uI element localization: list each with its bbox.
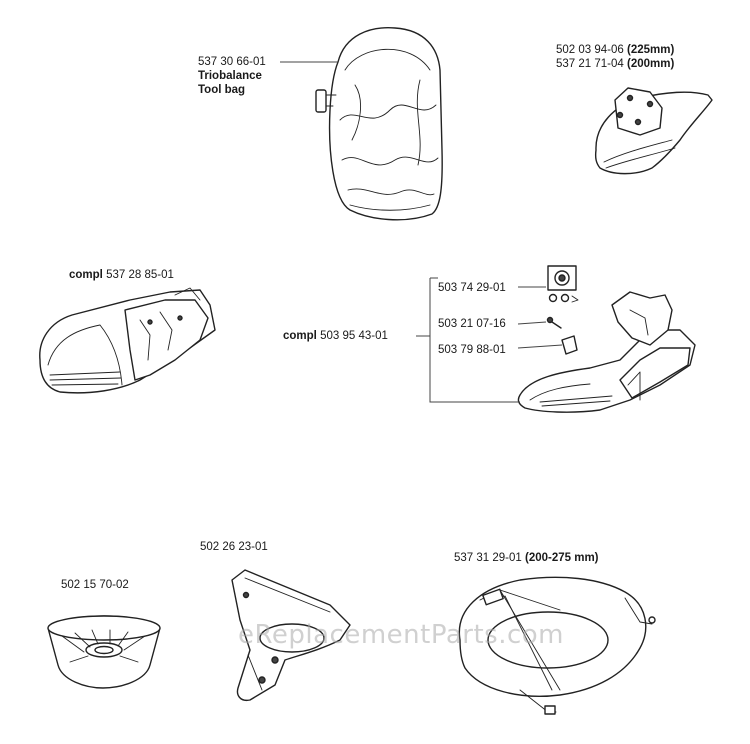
harness-guard-drawing — [458, 576, 656, 715]
label-sub-2: 503 21 07-16 — [438, 318, 506, 330]
tool-bag-drawing — [315, 27, 443, 221]
guard-top-right-number-1: 502 03 94-06 — [556, 44, 624, 56]
label-sub-3: 503 79 88-01 — [438, 344, 506, 356]
tool-bag-number: 537 30 66-01 — [198, 56, 266, 68]
guard-top-right-size-1: (225mm) — [627, 44, 675, 56]
label-guard-top-right: 502 03 94-06 (225mm) 537 21 71-04 (200mm… — [556, 43, 674, 71]
guard-left-number: 537 28 85-01 — [106, 269, 174, 281]
guard-top-right-drawing — [594, 87, 713, 175]
label-guard-assembly: compl 503 95 43-01 — [283, 329, 388, 343]
label-guard-left: compl 537 28 85-01 — [69, 268, 174, 282]
cup-drawing — [47, 615, 161, 689]
guard-left-drawing — [39, 287, 216, 394]
label-harness-guard: 537 31 29-01 (200-275 mm) — [454, 551, 599, 565]
tool-bag-name-1: Triobalance — [198, 70, 262, 82]
label-cup: 502 15 70-02 — [61, 579, 129, 591]
guard-assembly-number: 503 95 43-01 — [320, 330, 388, 342]
watermark: eReplacementParts.com — [238, 620, 565, 650]
label-sub-1: 503 74 29-01 — [438, 282, 506, 294]
guard-assembly-prefix: compl — [283, 330, 317, 342]
guard-top-right-number-2: 537 21 71-04 — [556, 58, 624, 70]
harness-guard-size: (200-275 mm) — [525, 552, 599, 564]
label-blade-guard: 502 26 23-01 — [200, 541, 268, 553]
label-tool-bag: 537 30 66-01 Triobalance Tool bag — [198, 55, 266, 97]
guard-assembly-drawing — [517, 265, 696, 413]
guard-top-right-size-2: (200mm) — [627, 58, 675, 70]
blade-guard-drawing — [231, 569, 351, 702]
tool-bag-name-2: Tool bag — [198, 84, 246, 96]
harness-guard-number: 537 31 29-01 — [454, 552, 522, 564]
guard-left-prefix: compl — [69, 269, 103, 281]
leader-assembly-bracket — [429, 278, 520, 403]
